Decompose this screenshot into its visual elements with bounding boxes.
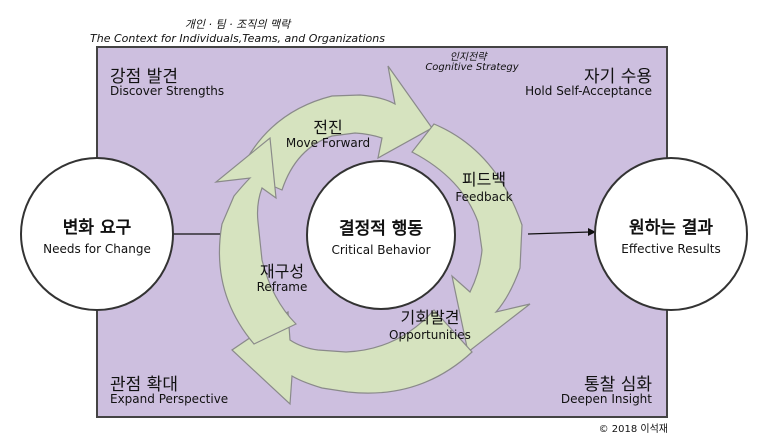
corner-top-left-ko: 강점 발견 (110, 67, 178, 87)
critical-behavior-en: Critical Behavior (331, 242, 431, 257)
context-title-ko: 개인 · 팀 · 조직의 맥락 (184, 18, 291, 31)
needs-for-change-ko: 변화 요구 (62, 217, 132, 238)
reframe-arrow (214, 136, 298, 345)
effective-results-circle: 원하는 결과 Effective Results (594, 157, 748, 311)
opportunities-ko: 기회발견 (400, 308, 460, 327)
cognitive-strategy-en: Cognitive Strategy (425, 62, 519, 73)
corner-bottom-right-en: Deepen Insight (560, 392, 652, 406)
output-connector-line (527, 231, 591, 235)
move-forward-ko: 전진 (313, 118, 343, 137)
corner-bottom-right-ko: 통찰 심화 (584, 375, 652, 395)
corner-top-left-en: Discover Strengths (110, 84, 225, 98)
move-forward-en: Move Forward (285, 136, 371, 150)
copyright-text: © 2018 이석재 (598, 424, 668, 435)
corner-bottom-left-en: Expand Perspective (110, 392, 229, 406)
reframe-en: Reframe (256, 280, 308, 294)
output-arrowhead (588, 228, 596, 236)
move-forward-arrow (239, 65, 433, 191)
cognitive-strategy-ko: 인지전략 (449, 52, 487, 63)
effective-results-ko: 원하는 결과 (628, 217, 714, 238)
critical-behavior-ko: 결정적 행동 (338, 218, 424, 239)
needs-for-change-circle: 변화 요구 Needs for Change (20, 157, 174, 311)
feedback-ko: 피드백 (461, 170, 507, 189)
corner-bottom-left-ko: 관점 확대 (110, 375, 178, 395)
effective-results-en: Effective Results (621, 241, 721, 256)
reframe-ko: 재구성 (259, 262, 305, 281)
opportunities-arrow (231, 309, 473, 406)
opportunities-en: Opportunities (389, 328, 471, 342)
context-title-en: The Context for Individuals,Teams, and O… (90, 32, 385, 45)
corner-top-right-en: Hold Self-Acceptance (525, 84, 652, 98)
feedback-en: Feedback (455, 190, 513, 204)
critical-behavior-circle: 결정적 행동 Critical Behavior (306, 160, 456, 310)
needs-for-change-en: Needs for Change (43, 241, 151, 256)
corner-top-right-ko: 자기 수용 (584, 67, 652, 87)
